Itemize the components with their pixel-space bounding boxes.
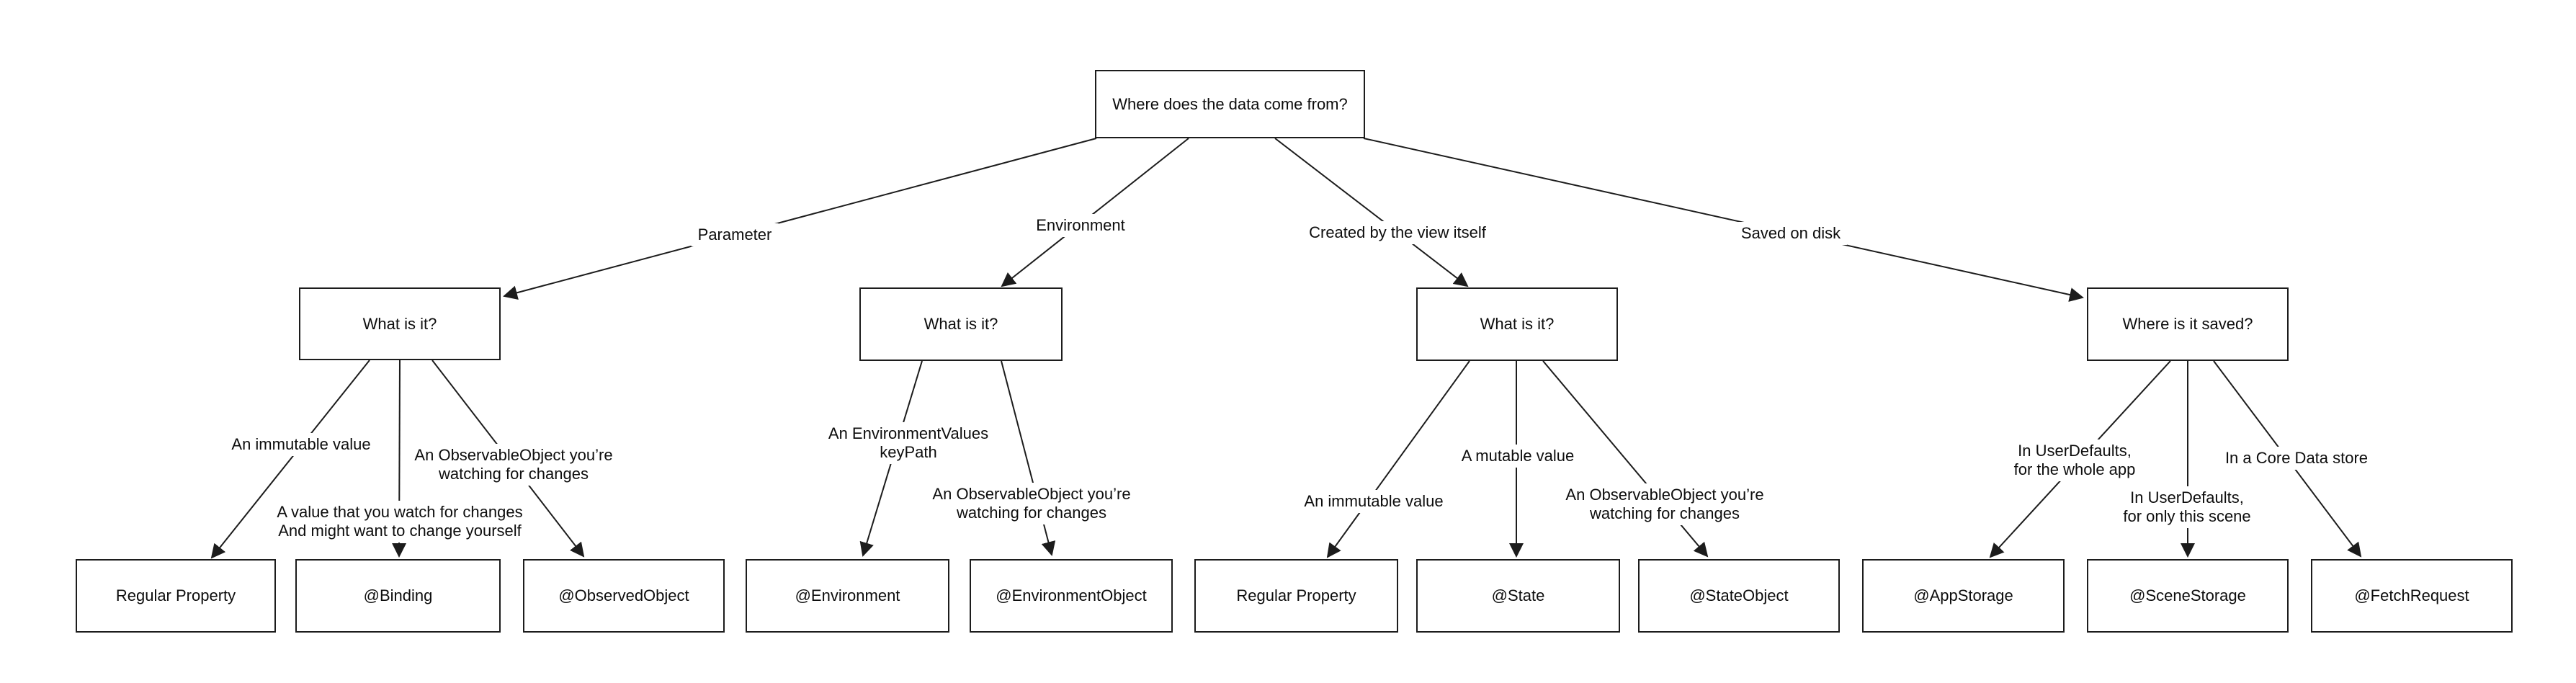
edge-label-immutable-value-2: An immutable value xyxy=(1297,490,1450,513)
arrow-root-to-what-is-it-1 xyxy=(503,138,1097,300)
arrow-q2-to-environment-object xyxy=(1001,360,1056,556)
edge-label-core-data-store: In a Core Data store xyxy=(2218,447,2375,470)
node-what-is-it-2: What is it? xyxy=(859,287,1063,361)
edge-label-immutable-value-1: An immutable value xyxy=(225,433,377,456)
edge-label-created-by-view: Created by the view itself xyxy=(1302,221,1493,244)
leaf-scene-storage: @SceneStorage xyxy=(2087,559,2289,633)
edge-label-userdefaults-whole-app: In UserDefaults, for the whole app xyxy=(2007,439,2142,481)
leaf-environment-object: @EnvironmentObject xyxy=(970,559,1173,633)
edge-label-value-you-watch: A value that you watch for changes And m… xyxy=(270,501,529,543)
node-where-is-it-saved: Where is it saved? xyxy=(2087,287,2289,361)
edge-label-observable-object-2: An ObservableObject you’re watching for … xyxy=(926,483,1137,524)
edge-label-parameter: Parameter xyxy=(691,223,779,246)
edge-label-saved-on-disk: Saved on disk xyxy=(1734,222,1848,245)
leaf-regular-property-2: Regular Property xyxy=(1194,559,1398,633)
edge-label-mutable-value: A mutable value xyxy=(1454,445,1581,468)
leaf-fetch-request: @FetchRequest xyxy=(2311,559,2513,633)
edge-label-environmentvalues-keypath: An EnvironmentValues keyPath xyxy=(821,422,996,464)
node-root: Where does the data come from? xyxy=(1095,70,1365,138)
node-what-is-it-1: What is it? xyxy=(299,287,501,360)
arrow-q1-to-regular-property-1 xyxy=(210,360,370,559)
edge-label-environment: Environment xyxy=(1029,214,1132,237)
edge-label-observable-object-1: An ObservableObject you’re watching for … xyxy=(408,444,620,486)
arrow-root-to-what-is-it-2 xyxy=(1001,138,1189,287)
leaf-state-object: @StateObject xyxy=(1638,559,1840,633)
arrow-root-to-what-is-it-3 xyxy=(1274,138,1469,287)
arrow-q3-to-regular-property-2 xyxy=(1326,360,1470,558)
node-what-is-it-3: What is it? xyxy=(1416,287,1618,361)
leaf-state: @State xyxy=(1416,559,1620,633)
edge-label-userdefaults-this-scene: In UserDefaults, for only this scene xyxy=(2116,486,2258,528)
leaf-observed-object: @ObservedObject xyxy=(523,559,725,633)
leaf-binding: @Binding xyxy=(295,559,501,633)
edge-label-observable-object-3: An ObservableObject you’re watching for … xyxy=(1559,483,1771,525)
leaf-environment: @Environment xyxy=(746,559,949,633)
leaf-app-storage: @AppStorage xyxy=(1862,559,2065,633)
leaf-regular-property-1: Regular Property xyxy=(76,559,276,633)
arrow-root-to-where-saved xyxy=(1363,138,2084,302)
